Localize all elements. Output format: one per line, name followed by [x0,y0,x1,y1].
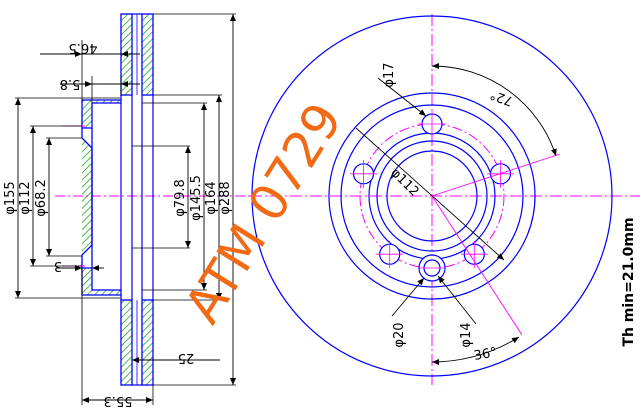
dim-164: φ164 [204,181,219,214]
dim-155: φ155 [3,181,18,214]
disc-outer-edge [251,15,613,377]
stud-hole-dim: φ14 [459,322,474,347]
stud-dia-dim: φ20 [392,322,407,347]
stud-angle-dim: 36° [473,345,498,364]
dim-5-8: 5.8 [60,76,81,91]
angle-36-arc [431,336,520,365]
hub-face [81,128,93,268]
dim-46-5: 46.5 [69,40,98,55]
dim-68-2: φ68.2 [34,179,49,217]
hat-flange-bottom [81,267,122,300]
inner-ring-bottom [120,299,133,386]
angle-72-arc [431,62,557,157]
hat-flange-top [81,95,122,129]
dim-145-5: φ145.5 [189,175,204,221]
inner-ring-top [120,13,133,96]
dim-25: 25 [178,350,195,365]
front-view: φ17 72° φ112 φ20 φ14 36° [250,14,640,385]
dim-79-8: φ79.8 [173,179,188,217]
dim-288: φ288 [218,181,233,214]
side-view: 46.5 5.8 φ155 φ112 φ68.2 φ79.8 φ145.5 φ1… [3,13,262,408]
bolt-circle-dim: φ112 [387,165,421,199]
bolt-hole-dim: φ17 [382,62,397,87]
outer-ring-top [141,13,154,96]
thickness-note: Th min=21.0mm [621,217,637,346]
dim-112: φ112 [18,181,33,214]
dim-55-3: 55.3 [104,393,133,408]
dim-3: 3 [54,258,62,273]
outer-ring-bottom [141,299,154,386]
bolt-angle-dim: 72° [488,86,515,108]
